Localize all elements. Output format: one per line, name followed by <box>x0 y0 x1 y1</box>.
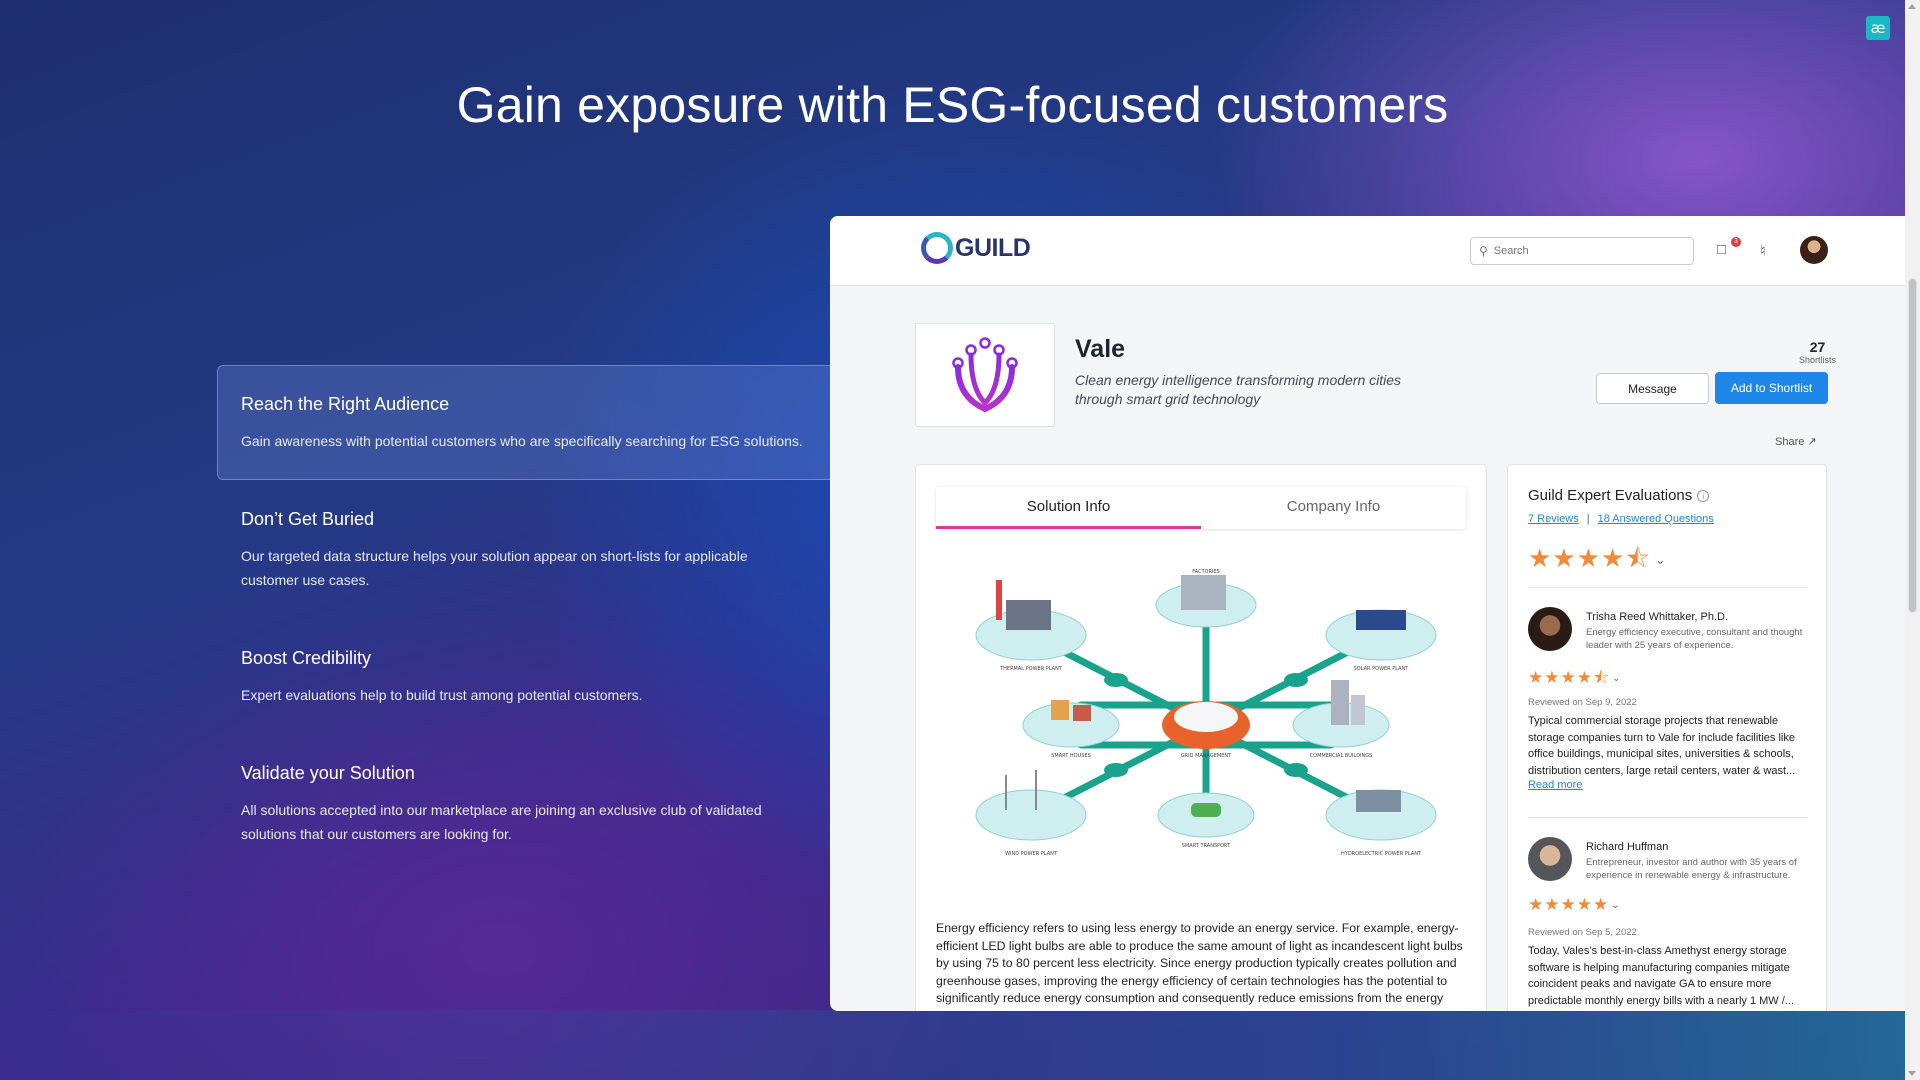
review-rating[interactable]: ★★★★★⌄ <box>1528 895 1621 915</box>
product-tagline: Clean energy intelligence transforming m… <box>1075 372 1402 407</box>
product-logo <box>915 323 1055 427</box>
chevron-down-icon: ⌄ <box>1654 552 1667 568</box>
feature-text: Gain awareness with potential customers … <box>241 433 803 449</box>
guild-ring-icon <box>921 232 953 264</box>
label-thermal: THERMAL POWER PLANT <box>999 666 1063 672</box>
feature-title: Don’t Get Buried <box>241 509 375 529</box>
feature-text: Our targeted data structure helps your s… <box>241 548 748 588</box>
product-header: Vale Clean energy intelligence transform… <box>915 323 1836 448</box>
info-icon[interactable]: i <box>1697 490 1710 503</box>
feature-title: Validate your Solution <box>241 763 415 783</box>
divider <box>1528 587 1808 588</box>
shortlists-number: 27 <box>1809 339 1826 355</box>
hero-title: Gain exposure with ESG-focused customers <box>456 77 1449 133</box>
bell-icon[interactable]: ♮ <box>1760 243 1766 260</box>
label-wind: WIND POWER PLANT <box>1005 851 1058 857</box>
solution-info-card: Solution Info Company Info <box>915 464 1487 1011</box>
reviewer-name: Richard Huffman <box>1586 841 1669 853</box>
label-commercial: COMMERCIAL BUILDINGS <box>1310 753 1373 759</box>
label-solar: SOLAR POWER PLANT <box>1354 666 1410 672</box>
search-box[interactable]: ⚲ <box>1470 237 1694 265</box>
chat-badge: 3 <box>1731 237 1741 247</box>
review-text: Today, Vales’s best-in-class Amethyst en… <box>1528 945 1794 1007</box>
overall-rating-stars: ★★★★⯪ <box>1528 543 1651 573</box>
feature-title: Reach the Right Audience <box>241 394 450 414</box>
review-item: Richard Huffman Entrepreneur, investor a… <box>1528 837 1813 1011</box>
feature-text: All solutions accepted into our marketpl… <box>241 802 762 842</box>
vale-logo-icon <box>952 337 1018 413</box>
feature-text: Expert evaluations help to build trust a… <box>241 687 643 703</box>
external-link-icon: ↗ <box>1807 436 1817 448</box>
evaluations-links: 7 Reviews | 18 Answered Questions <box>1528 513 1714 525</box>
grid-nodes <box>1104 673 1308 777</box>
expert-evaluations-card: Guild Expert Evaluations i 7 Reviews | 18 A… <box>1507 464 1827 1011</box>
shortlists-label: Shortlists <box>1799 355 1837 365</box>
buildings <box>996 575 1406 817</box>
bottom-band <box>0 1010 1905 1080</box>
reviewer-avatar <box>1528 607 1572 651</box>
review-text: Typical commercial storage projects that… <box>1528 715 1796 777</box>
review-rating-stars: ★★★★★ <box>1528 895 1610 914</box>
scroll-up-icon[interactable] <box>1908 4 1916 9</box>
review-item: Trisha Reed Whittaker, Ph.D. Energy effi… <box>1528 607 1813 792</box>
label-hydro: HYDROELECTRIC POWER PLANT <box>1341 851 1422 857</box>
app-screenshot: GUILD ⚲ □ 3 ♮ <box>830 216 1905 1011</box>
info-tabs: Solution Info Company Info <box>936 487 1466 529</box>
label-factories: FACTORIES <box>1192 569 1220 575</box>
feature-title: Boost Credibility <box>241 648 372 668</box>
reviewer-avatar <box>1528 837 1572 881</box>
illustration-labels: THERMAL POWER PLANT FACTORIES SOLAR POWE… <box>999 569 1422 857</box>
review-date: Reviewed on Sep 9, 2022 <box>1528 697 1637 708</box>
guild-logo-text: GUILD <box>955 233 1031 262</box>
smart-grid-illustration: THERMAL POWER PLANT FACTORIES SOLAR POWE… <box>975 569 1437 857</box>
share-link[interactable]: Share ↗ <box>1775 435 1817 448</box>
review-date: Reviewed on Sep 5, 2022 <box>1528 927 1637 938</box>
guild-logo[interactable]: GUILD <box>921 232 1031 264</box>
feature-list: Reach the Right Audience Gain awareness … <box>217 365 830 873</box>
chat-icon[interactable]: □ 3 <box>1717 237 1741 258</box>
reviewer-bio: Entrepreneur, investor and author with 3… <box>1586 857 1797 881</box>
product-name: Vale <box>1075 335 1126 363</box>
solution-description: Energy efficiency refers to using less e… <box>936 921 1463 1011</box>
chevron-down-icon: ⌄ <box>1611 900 1621 912</box>
share-label: Share <box>1775 436 1805 448</box>
overall-rating[interactable]: ★★★★⯪⌄ <box>1528 540 1667 584</box>
search-icon: ⚲ <box>1479 244 1488 258</box>
message-button[interactable]: Message <box>1596 373 1709 404</box>
page-scrollbar[interactable] <box>1905 0 1920 1080</box>
link-separator: | <box>1586 513 1590 525</box>
chevron-down-icon: ⌄ <box>1612 673 1622 685</box>
feature-item[interactable]: Validate your Solution All solutions acc… <box>217 734 830 873</box>
scroll-down-icon[interactable] <box>1908 1071 1916 1076</box>
tab-company-info[interactable]: Company Info <box>1286 498 1381 515</box>
reviews-link[interactable]: 7 Reviews <box>1528 513 1579 525</box>
reviewer-name: Trisha Reed Whittaker, Ph.D. <box>1586 611 1729 623</box>
tab-solution-info[interactable]: Solution Info <box>936 487 1201 529</box>
grid-center-top <box>1174 702 1238 732</box>
user-avatar[interactable] <box>1800 236 1828 264</box>
label-transport: SMART TRANSPORT <box>1182 843 1231 849</box>
answered-questions-link[interactable]: 18 Answered Questions <box>1597 513 1714 525</box>
ae-logo-icon[interactable]: æ <box>1866 16 1890 40</box>
reviewer-bio: Energy efficiency executive, consultant … <box>1586 627 1803 651</box>
feature-item[interactable]: Don’t Get Buried Our targeted data struc… <box>217 480 830 619</box>
add-to-shortlist-button[interactable]: Add to Shortlist <box>1715 372 1828 404</box>
read-more-link[interactable]: Read more <box>1528 779 1583 791</box>
app-topbar: GUILD ⚲ □ 3 ♮ <box>830 216 1905 286</box>
shortlists-count: 27 Shortlists <box>1799 339 1836 365</box>
evaluations-title: Guild Expert Evaluations i <box>1528 487 1710 504</box>
search-input[interactable] <box>1493 245 1674 257</box>
label-grid: GRID MANAGEMENT <box>1181 753 1232 759</box>
divider <box>1528 817 1808 818</box>
feature-item[interactable]: Boost Credibility Expert evaluations hel… <box>217 619 830 734</box>
review-rating-stars: ★★★★⯪ <box>1528 668 1611 687</box>
evaluations-title-text: Guild Expert Evaluations <box>1528 487 1693 504</box>
review-rating[interactable]: ★★★★⯪⌄ <box>1528 665 1621 694</box>
feature-item[interactable]: Reach the Right Audience Gain awareness … <box>217 365 830 480</box>
scrollbar-thumb[interactable] <box>1908 278 1917 613</box>
label-houses: SMART HOUSES <box>1051 753 1091 759</box>
